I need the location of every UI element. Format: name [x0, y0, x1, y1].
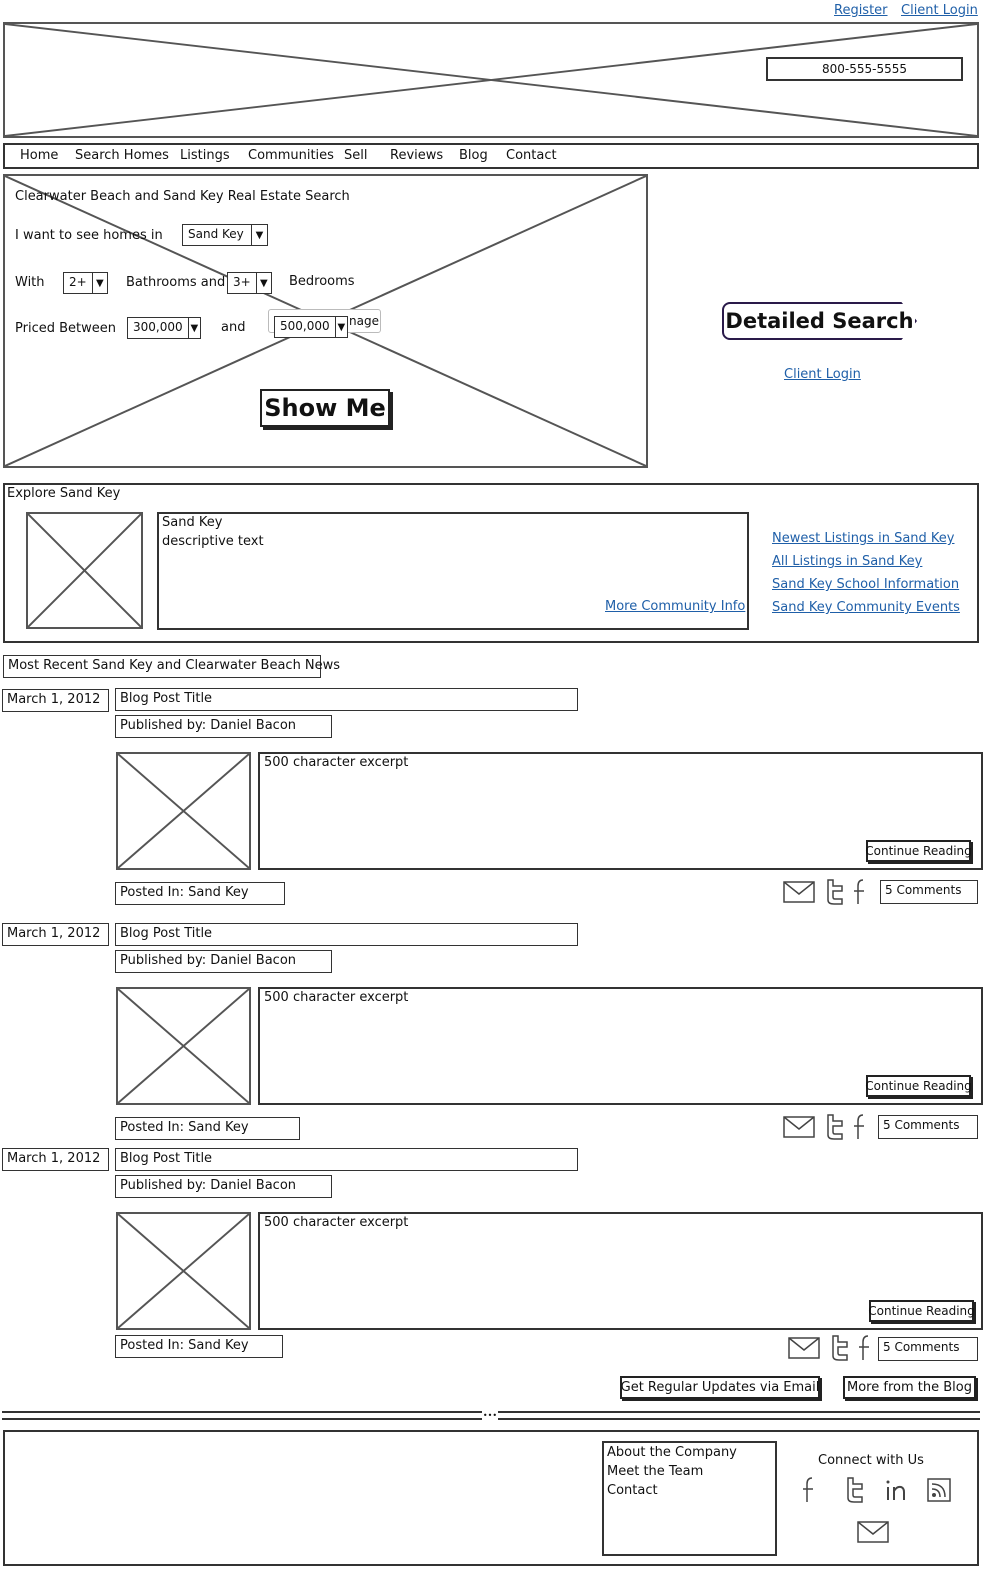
twitter-icon[interactable] — [822, 1113, 844, 1141]
connect-label: Connect with Us — [818, 1453, 924, 1468]
post-title[interactable]: Blog Post Title — [115, 1148, 578, 1171]
explore-title: Explore Sand Key — [7, 486, 121, 501]
footer-team-link[interactable]: Meet the Team — [607, 1464, 704, 1479]
more-community-info-link[interactable]: More Community Info — [605, 599, 746, 614]
posted-in: Posted In: Sand Key — [115, 882, 285, 905]
more-blog-button[interactable]: More from the Blog — [843, 1376, 976, 1399]
post-excerpt-box — [258, 1212, 983, 1330]
facebook-icon[interactable] — [852, 878, 868, 906]
facebook-icon[interactable] — [852, 1113, 868, 1141]
footer — [3, 1430, 979, 1566]
chevron-down-icon: ▼ — [255, 273, 271, 293]
price-max-select[interactable]: 500,000▼ — [274, 316, 348, 338]
bedrooms-select[interactable]: 3+▼ — [227, 272, 272, 294]
twitter-icon[interactable] — [827, 1334, 849, 1362]
price-label: Priced Between — [15, 321, 116, 336]
post-excerpt: 500 character excerpt — [264, 990, 409, 1005]
nav-listings[interactable]: Listings — [180, 148, 230, 163]
chevron-down-icon: ▼ — [187, 318, 200, 338]
post-excerpt-box — [258, 987, 983, 1105]
show-me-button[interactable]: Show Me — [260, 389, 390, 427]
nav-communities[interactable]: Communities — [248, 148, 334, 163]
community-description — [157, 512, 749, 630]
post-author: Published by: Daniel Bacon — [115, 1175, 332, 1198]
nav-sell[interactable]: Sell — [344, 148, 368, 163]
facebook-icon[interactable] — [857, 1334, 873, 1362]
community-events-link[interactable]: Sand Key Community Events — [772, 600, 960, 615]
nav-reviews[interactable]: Reviews — [390, 148, 444, 163]
comments-count[interactable]: 5 Comments — [878, 1337, 978, 1361]
community-desc-text: descriptive text — [162, 534, 264, 549]
register-link[interactable]: Register — [834, 3, 888, 18]
email-icon[interactable] — [788, 1336, 820, 1360]
email-icon[interactable] — [783, 1115, 815, 1139]
post-title[interactable]: Blog Post Title — [115, 688, 578, 711]
and-label: and — [221, 320, 246, 335]
location-select[interactable]: Sand Key▼ — [182, 224, 268, 246]
comments-count[interactable]: 5 Comments — [878, 1115, 978, 1139]
nav-home[interactable]: Home — [20, 148, 59, 163]
post-image — [116, 1212, 251, 1330]
post-date: March 1, 2012 — [2, 1148, 109, 1171]
email-updates-button[interactable]: Get Regular Updates via Email — [620, 1376, 820, 1399]
email-icon[interactable] — [783, 880, 815, 904]
twitter-icon[interactable] — [822, 878, 844, 906]
search-title: Clearwater Beach and Sand Key Real Estat… — [15, 189, 350, 204]
location-label: I want to see homes in — [15, 228, 163, 243]
price-min-select[interactable]: 300,000▼ — [127, 317, 201, 339]
footer-contact-link[interactable]: Contact — [607, 1483, 658, 1498]
main-nav — [3, 143, 979, 169]
client-login-link[interactable]: Client Login — [784, 367, 861, 382]
with-label: With — [15, 275, 45, 290]
post-author: Published by: Daniel Bacon — [115, 950, 332, 973]
post-excerpt: 500 character excerpt — [264, 755, 409, 770]
all-listings-link[interactable]: All Listings in Sand Key — [772, 554, 923, 569]
chevron-down-icon: ▼ — [251, 225, 267, 245]
nav-contact[interactable]: Contact — [506, 148, 557, 163]
posted-in: Posted In: Sand Key — [115, 1335, 283, 1358]
linkedin-icon[interactable] — [885, 1478, 913, 1502]
client-login-top-link[interactable]: Client Login — [901, 3, 978, 18]
post-excerpt-box — [258, 752, 983, 870]
newest-listings-link[interactable]: Newest Listings in Sand Key — [772, 531, 955, 546]
post-date: March 1, 2012 — [2, 689, 109, 712]
post-date: March 1, 2012 — [2, 923, 109, 946]
community-name: Sand Key — [162, 515, 223, 530]
community-image — [26, 512, 143, 629]
bathrooms-select[interactable]: 2+▼ — [63, 272, 108, 294]
nav-search-homes[interactable]: Search Homes — [75, 148, 169, 163]
detailed-search-button[interactable]: Detailed Search — [722, 302, 917, 340]
splitter-handle[interactable]: ••• — [482, 1411, 498, 1420]
post-image — [116, 987, 251, 1105]
news-title: Most Recent Sand Key and Clearwater Beac… — [3, 655, 340, 678]
comments-count[interactable]: 5 Comments — [880, 880, 978, 904]
chevron-down-icon: ▼ — [334, 317, 347, 337]
twitter-icon[interactable] — [842, 1476, 864, 1504]
posted-in: Posted In: Sand Key — [115, 1117, 300, 1140]
continue-reading-button[interactable]: Continue Reading — [865, 1075, 972, 1097]
phone-number: 800-555-5555 — [766, 57, 963, 81]
chevron-down-icon: ▼ — [91, 273, 107, 293]
post-image — [116, 752, 251, 870]
post-title[interactable]: Blog Post Title — [115, 923, 578, 946]
continue-reading-button[interactable]: Continue Reading — [868, 1300, 975, 1322]
bathrooms-label: Bathrooms and — [126, 275, 226, 290]
email-icon[interactable] — [857, 1520, 889, 1544]
post-excerpt: 500 character excerpt — [264, 1215, 409, 1230]
post-author: Published by: Daniel Bacon — [115, 715, 332, 738]
continue-reading-button[interactable]: Continue Reading — [865, 840, 972, 862]
facebook-icon[interactable] — [800, 1476, 818, 1504]
rss-icon[interactable] — [927, 1478, 951, 1502]
school-info-link[interactable]: Sand Key School Information — [772, 577, 960, 592]
bedrooms-label: Bedrooms — [289, 274, 355, 289]
nav-blog[interactable]: Blog — [459, 148, 488, 163]
footer-about-link[interactable]: About the Company — [607, 1445, 737, 1460]
footer-links-box — [602, 1441, 777, 1556]
